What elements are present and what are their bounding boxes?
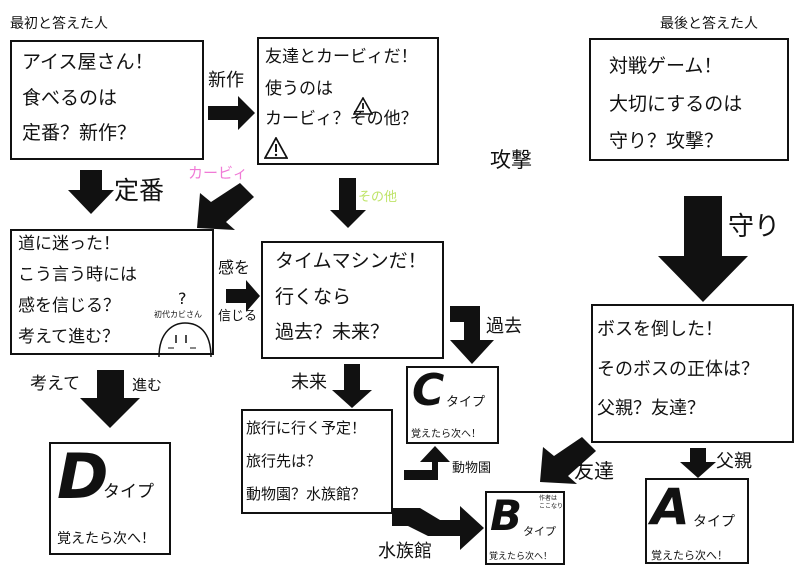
- arrow-icon: [450, 306, 494, 364]
- question-line: 友達とカービィだ！: [265, 47, 418, 67]
- result-note: 覚えたら次へ！: [57, 531, 155, 547]
- label-chichioya: 父親: [716, 451, 752, 472]
- arrow-icon: [226, 280, 260, 312]
- question-line: 定番？新作？: [22, 122, 137, 144]
- question-box-boss: ボスを倒した！ そのボスの正体は？ 父親？友達？: [591, 304, 794, 443]
- arrow-icon: [330, 178, 366, 228]
- question-box-versus-game: 対戦ゲーム！ 大切にするのは 守り？攻撃？: [589, 38, 789, 161]
- label-doubutsuen: 動物園: [452, 461, 492, 476]
- question-line: アイス屋さん！: [22, 51, 154, 73]
- label-kangaete: 考えて: [30, 374, 81, 394]
- author-note: 作者は ここなり: [539, 495, 564, 510]
- warning-icon: [353, 97, 373, 115]
- label-kako: 過去: [486, 316, 522, 337]
- result-box-a: A タイプ 覚えたら次へ！: [645, 478, 749, 564]
- question-line: 過去？未来？: [275, 321, 390, 343]
- result-box-d: D タイプ 覚えたら次へ！: [49, 442, 171, 555]
- question-line: 旅行に行く予定！: [246, 419, 367, 437]
- arrow-icon: [197, 183, 254, 230]
- result-type: タイプ: [523, 525, 556, 538]
- result-box-b: B タイプ 覚えたら次へ！ 作者は ここなり: [485, 491, 565, 565]
- label-shinsaku: 新作: [208, 70, 244, 91]
- question-line: 大切にするのは: [609, 93, 743, 115]
- result-note: 覚えたら次へ！: [489, 552, 553, 562]
- question-mark: ?: [178, 289, 187, 308]
- result-letter: B: [490, 491, 523, 540]
- label-mamori: 守り: [728, 212, 781, 242]
- arrow-icon: [392, 506, 484, 550]
- arrow-icon: [68, 170, 114, 214]
- label-teiban: 定番: [114, 176, 165, 205]
- question-line: 守り？攻撃？: [609, 130, 724, 152]
- question-line: こう言う時には: [18, 265, 137, 285]
- arrow-icon: [680, 448, 716, 478]
- label-tomodachi: 友達: [574, 459, 614, 483]
- question-line: タイムマシンだ！: [275, 250, 427, 272]
- question-line: 道に迷った！: [18, 234, 120, 254]
- question-box-ice-cream: アイス屋さん！ 食べるのは 定番？新作？: [10, 40, 204, 160]
- label-kan-wo: 感を: [218, 258, 251, 277]
- result-box-c: C タイプ 覚えたら次へ！: [406, 366, 499, 444]
- arrow-icon: [332, 364, 372, 408]
- result-note: 覚えたら次へ！: [411, 429, 481, 440]
- face-doodle-icon: [158, 322, 212, 357]
- question-box-lost-way: 道に迷った！ こう言う時には 感を信じる？ 考えて進む？ ? 初代カビさん: [10, 229, 214, 357]
- doodle-caption: 初代カビさん: [154, 310, 202, 319]
- warning-icon: [264, 137, 288, 159]
- arrow-icon: [208, 96, 255, 130]
- question-box-trip: 旅行に行く予定！ 旅行先は？ 動物園？水族館？: [241, 409, 393, 514]
- arrow-icon: [80, 370, 140, 428]
- question-line: ボスを倒した！: [597, 319, 723, 340]
- question-line: 使うのは: [265, 79, 333, 99]
- question-line: 行くなら: [275, 286, 352, 308]
- label-shinjiru: 信じる: [218, 309, 258, 324]
- label-kougeki: 攻撃: [490, 148, 532, 172]
- arrow-icon: [540, 437, 596, 484]
- question-line: そのボスの正体は？: [597, 359, 759, 380]
- question-line: 感を信じる？: [18, 296, 120, 316]
- label-kirby: カービィ: [188, 164, 248, 182]
- question-box-kirby-friends: 友達とカービィだ！ 使うのは カービィ？その他？: [257, 37, 439, 165]
- arrow-icon: [658, 196, 748, 302]
- result-letter: A: [651, 478, 690, 536]
- question-line: 旅行先は？: [246, 452, 322, 470]
- label-mirai: 未来: [291, 372, 327, 393]
- label-sonota: その他: [358, 190, 398, 205]
- label-suizokukan: 水族館: [378, 541, 432, 562]
- question-line: 考えて進む？: [18, 327, 120, 347]
- arrow-icon: [404, 446, 450, 480]
- question-line: 動物園？水族館？: [246, 485, 367, 503]
- result-note: 覚えたら次へ！: [651, 549, 728, 562]
- question-box-time-machine: タイムマシンだ！ 行くなら 過去？未来？: [261, 241, 444, 359]
- result-letter: C: [412, 365, 445, 416]
- result-type: タイプ: [446, 395, 486, 410]
- question-line: カービィ？その他？: [265, 109, 418, 129]
- label-susumu: 進む: [132, 376, 163, 394]
- last-answer-label: 最後と答えた人: [660, 16, 758, 32]
- first-answer-label: 最初と答えた人: [10, 16, 108, 32]
- result-type: タイプ: [103, 482, 154, 502]
- result-letter: D: [57, 440, 109, 513]
- question-line: 対戦ゲーム！: [609, 55, 723, 77]
- question-line: 父親？友達？: [597, 398, 705, 419]
- question-line: 食べるのは: [22, 87, 118, 109]
- result-type: タイプ: [693, 514, 735, 530]
